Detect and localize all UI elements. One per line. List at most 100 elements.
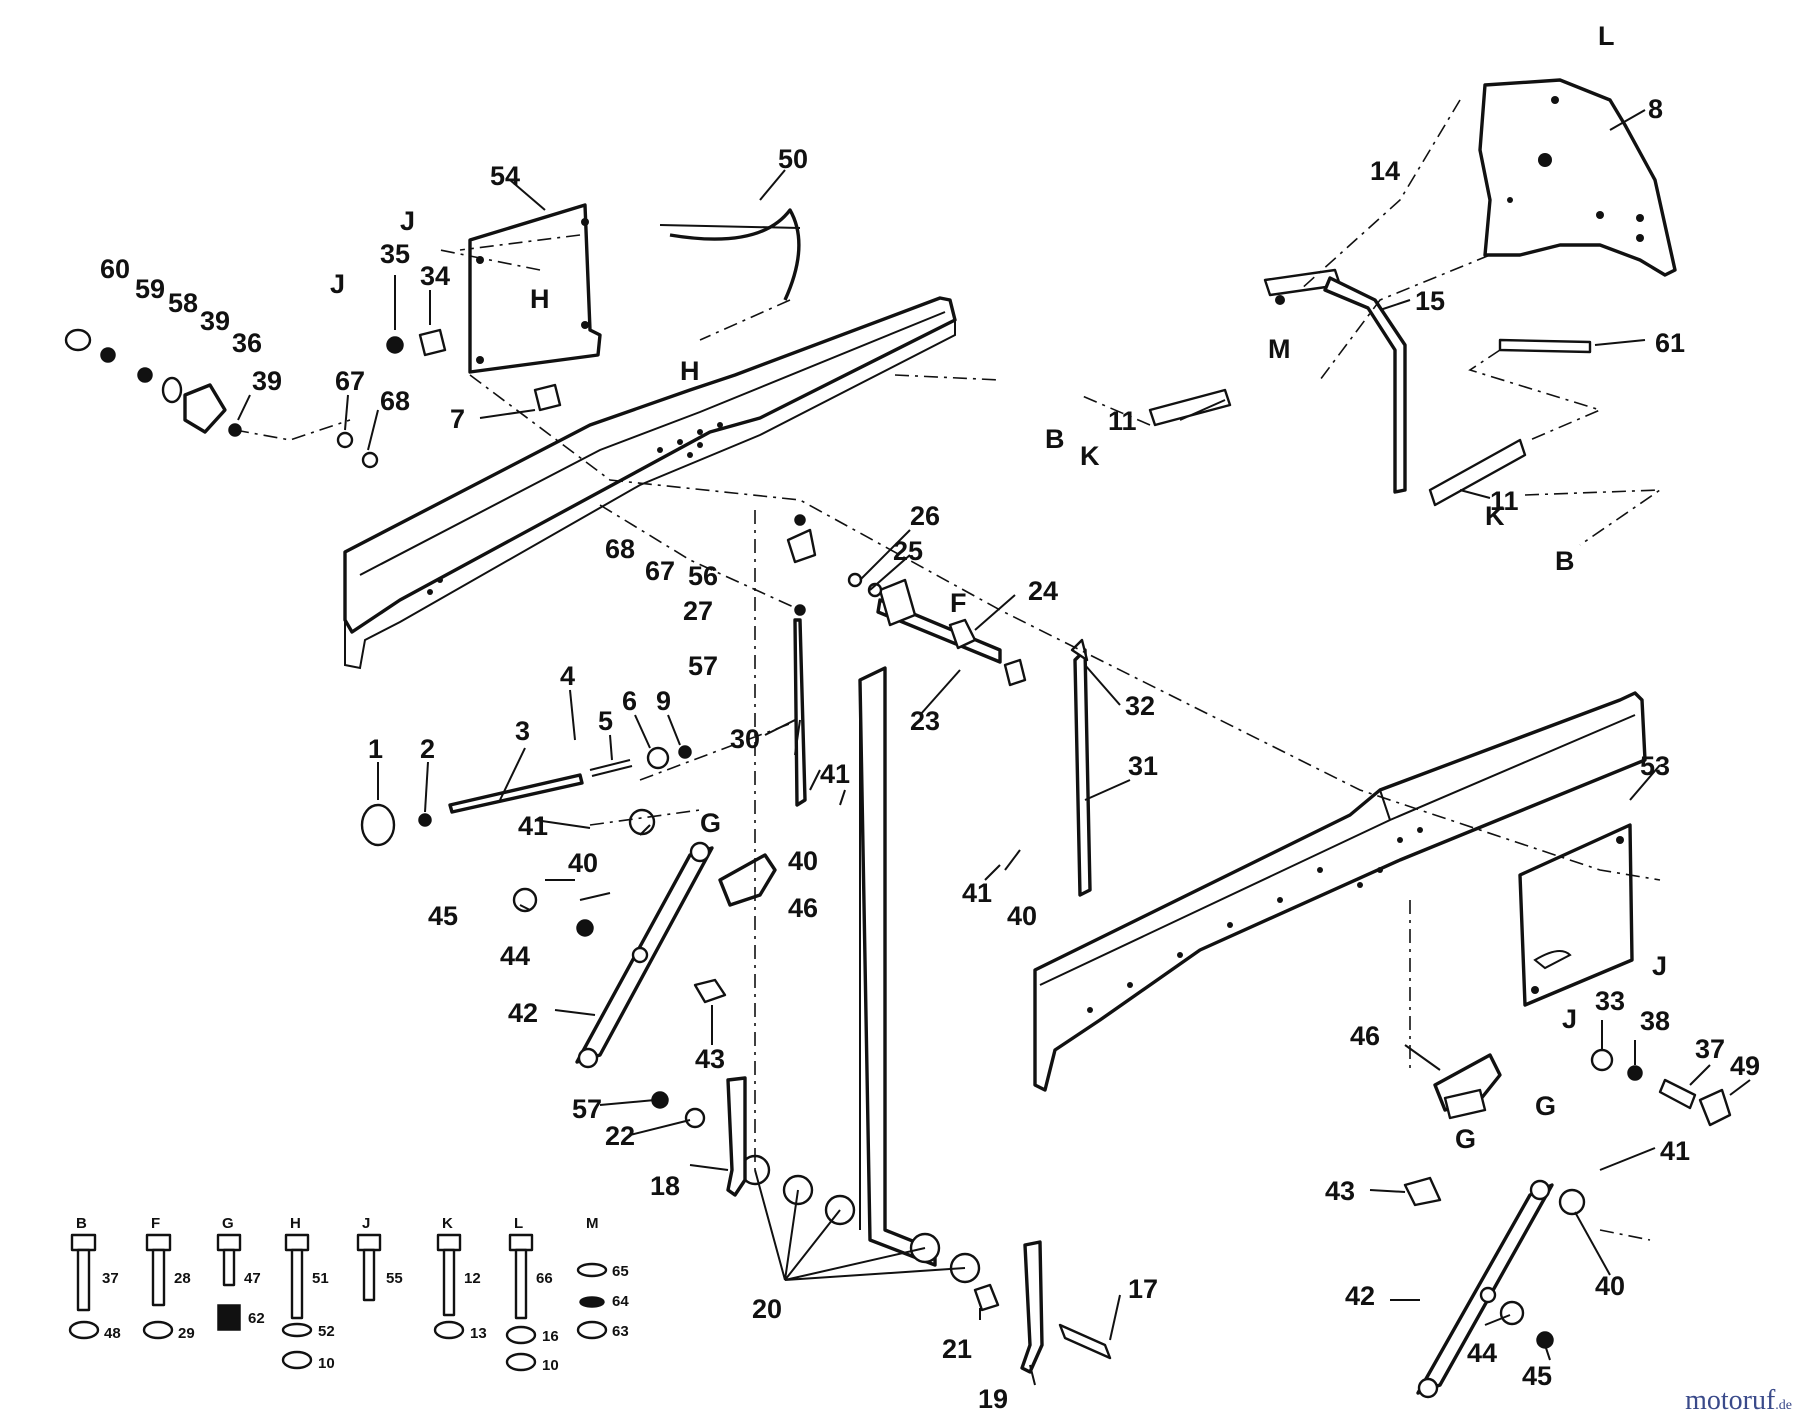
right-frame-rail [1033, 691, 1647, 1092]
left-fastener-stack [64, 328, 562, 469]
legend-part-10b: 10 [542, 1357, 559, 1374]
legend-letter-H: H [290, 1215, 301, 1232]
bracket-46-left [718, 853, 777, 907]
label-25: 25 [893, 536, 923, 566]
letter-J4: J [1562, 1004, 1577, 1034]
label-49: 49 [1730, 1051, 1760, 1081]
label-14: 14 [1370, 156, 1400, 186]
legend-part-12: 12 [464, 1270, 481, 1287]
legend-part-55: 55 [386, 1270, 403, 1287]
legend-part-28: 28 [174, 1270, 191, 1287]
spring-bracket-50 [659, 208, 801, 301]
label-5: 5 [598, 706, 613, 736]
label-40d: 40 [1595, 1271, 1625, 1301]
legend-letter-G: G [222, 1215, 234, 1232]
letter-J1: J [400, 206, 415, 236]
label-30: 30 [730, 724, 760, 754]
letter-J2: J [330, 269, 345, 299]
left-frame-rail [343, 296, 957, 670]
label-35: 35 [380, 239, 410, 269]
label-61: 61 [1655, 328, 1685, 358]
label-36: 36 [232, 328, 262, 358]
legend-part-52: 52 [318, 1323, 335, 1340]
label-68b: 68 [605, 534, 635, 564]
legend-part-13: 13 [470, 1325, 487, 1342]
plate-53 [1518, 823, 1634, 1007]
label-1: 1 [368, 734, 383, 764]
bar-20 [739, 666, 981, 1284]
legend-part-10a: 10 [318, 1355, 335, 1372]
letter-G1: G [700, 808, 721, 838]
label-46b: 46 [1350, 1021, 1380, 1051]
label-23: 23 [910, 706, 940, 736]
label-11a: 11 [1108, 406, 1137, 436]
label-44b: 44 [1467, 1338, 1497, 1368]
letter-K1: K [1080, 441, 1100, 471]
letter-H2: H [680, 356, 700, 386]
shield-8 [1478, 78, 1677, 277]
letter-L: L [1598, 21, 1615, 51]
letter-G2: G [1535, 1091, 1556, 1121]
legend-part-48: 48 [104, 1325, 121, 1342]
label-40c: 40 [1007, 901, 1037, 931]
label-37: 37 [1695, 1034, 1725, 1064]
legend-part-16: 16 [542, 1328, 559, 1345]
label-39a: 39 [200, 306, 230, 336]
plate-54 [468, 203, 602, 374]
label-21: 21 [942, 1334, 972, 1364]
rod-31 [1070, 638, 1092, 897]
label-68a: 68 [380, 386, 410, 416]
label-18: 18 [650, 1171, 680, 1201]
label-42a: 42 [508, 998, 538, 1028]
legend-part-62: 62 [248, 1310, 265, 1327]
label-41b: 41 [820, 759, 850, 789]
label-6: 6 [622, 686, 637, 716]
centerlines [234, 99, 1663, 1241]
lever-42-right [1403, 1176, 1586, 1399]
label-43a: 43 [695, 1044, 725, 1074]
legend-part-66: 66 [536, 1270, 553, 1287]
label-60: 60 [100, 254, 130, 284]
label-27: 27 [683, 596, 713, 626]
label-46a: 46 [788, 893, 818, 923]
label-57a: 57 [688, 651, 718, 681]
letter-B1: B [1045, 424, 1065, 454]
label-40a: 40 [568, 848, 598, 878]
bracket-15 [1148, 268, 1527, 507]
label-19: 19 [978, 1384, 1008, 1414]
legend-letter-F: F [151, 1215, 160, 1232]
legend-letter-B: B [76, 1215, 87, 1232]
letter-H1: H [530, 284, 550, 314]
label-7: 7 [450, 404, 465, 434]
label-38: 38 [1640, 1006, 1670, 1036]
label-50: 50 [778, 144, 808, 174]
label-17: 17 [1128, 1274, 1158, 1304]
label-45a: 45 [428, 901, 458, 931]
label-41a: 41 [518, 811, 548, 841]
label-24: 24 [1028, 576, 1058, 606]
label-41d: 41 [1660, 1136, 1690, 1166]
legend-part-29: 29 [178, 1325, 195, 1342]
right-fastener-stack [1590, 1048, 1732, 1127]
label-67b: 67 [645, 556, 675, 586]
legend-letter-M: M [586, 1215, 599, 1232]
letter-K2: K [1485, 501, 1505, 531]
label-53: 53 [1640, 751, 1670, 781]
label-34: 34 [420, 261, 450, 291]
label-4: 4 [560, 661, 575, 691]
label-40b: 40 [788, 846, 818, 876]
label-43b: 43 [1325, 1176, 1355, 1206]
label-9: 9 [656, 686, 671, 716]
label-54: 54 [490, 161, 520, 191]
letter-G3: G [1455, 1124, 1476, 1154]
rod-61 [1498, 338, 1592, 354]
label-22: 22 [605, 1121, 635, 1151]
lever-42-left [512, 808, 727, 1069]
leader-lines [237, 109, 1751, 1386]
label-3: 3 [515, 716, 530, 746]
letter-F: F [950, 588, 967, 618]
bracket-18 [651, 1076, 747, 1197]
label-42b: 42 [1345, 1281, 1375, 1311]
label-39b: 39 [252, 366, 282, 396]
label-11b: 11 [1490, 486, 1519, 516]
